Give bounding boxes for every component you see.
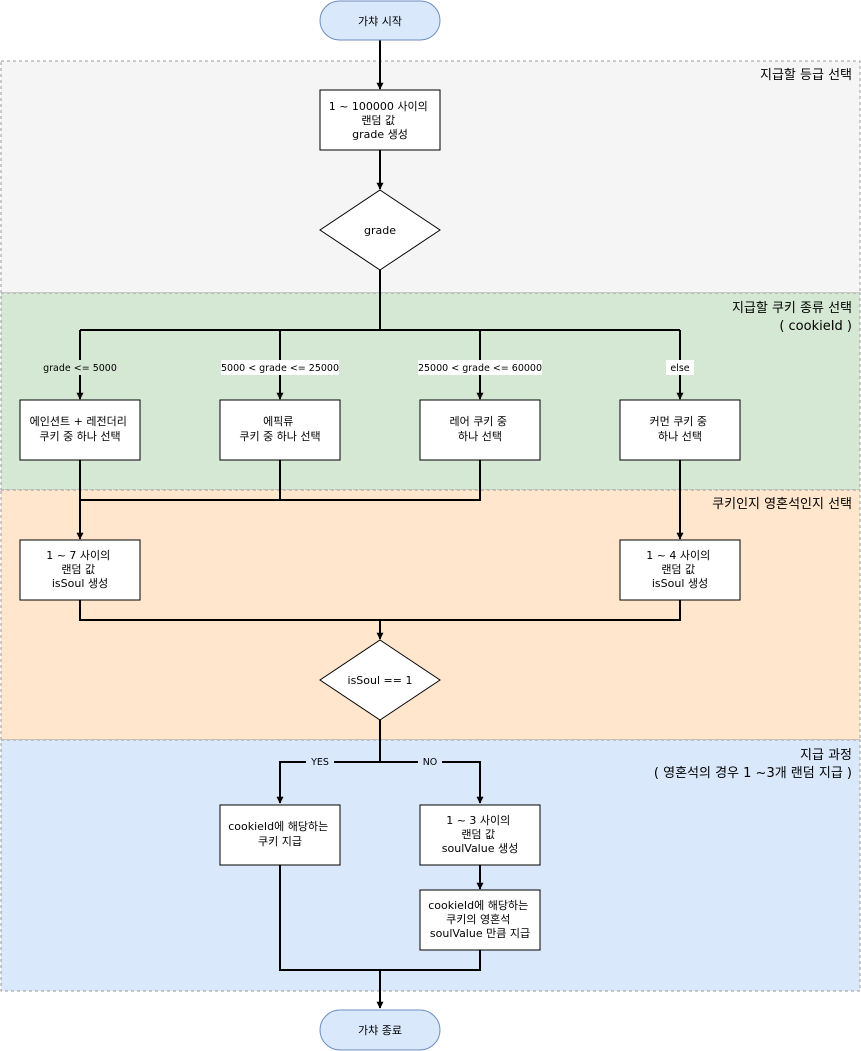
lane-soul-bg	[0, 489, 861, 741]
node-end: 가챠 종료	[319, 1009, 441, 1051]
node-soul7: 1 ~ 7 사이의 랜덤 값 isSoul 생성	[19, 539, 141, 601]
common-box	[619, 399, 741, 461]
node-soul4: 1 ~ 4 사이의 랜덤 값 isSoul 생성	[619, 539, 741, 601]
grade-gen-box	[319, 89, 441, 151]
soul7-box	[19, 539, 141, 601]
lane-give-subtitle: ( 영혼석의 경우 1 ~3개 랜덤 지급 )	[654, 766, 852, 781]
label-bg-else	[666, 360, 694, 375]
node-grade-decision: grade	[319, 189, 441, 271]
epic-box	[219, 399, 341, 461]
label-bg-no	[418, 755, 442, 769]
node-soul-decision: isSoul == 1	[319, 639, 441, 721]
lane-soul-title: 쿠키인지 영혼석인지 선택	[712, 497, 852, 512]
soul4-text: 1 ~ 4 사이의 랜덤 값 isSoul 생성	[646, 549, 714, 590]
node-epic: 에픽류 쿠키 중 하나 선택	[219, 399, 341, 461]
soul-decision-diamond	[319, 639, 441, 721]
label-bg-grade-le-5000	[41, 360, 119, 375]
label-no: NO	[423, 757, 438, 768]
node-common: 커먼 쿠키 중 하나 선택	[619, 399, 741, 461]
label-bg-grade-25000-60000	[418, 360, 542, 375]
label-yes: YES	[310, 757, 329, 768]
epic-text: 에픽류 쿠키 중 하나 선택	[239, 415, 320, 443]
end-label: 가챠 종료	[358, 1024, 402, 1037]
label-grade-le-5000: grade <= 5000	[43, 363, 117, 374]
soul7-text: 1 ~ 7 사이의 랜덤 값 isSoul 생성	[46, 549, 114, 590]
rare-box	[419, 399, 541, 461]
node-give-soul: cookieId에 해당하는 쿠키의 영혼석 soulValue 만큼 지급	[419, 889, 541, 951]
edge-yes-branch	[276, 761, 380, 804]
grade-decision-label: grade	[364, 224, 396, 237]
edge-no-branch	[380, 761, 484, 804]
legend-heroic-text: 에인션트 + 레전더리 쿠키 중 하나 선택	[30, 415, 131, 443]
give-cookie-box	[219, 804, 341, 866]
node-legend-heroic: 에인션트 + 레전더리 쿠키 중 하나 선택	[19, 399, 141, 461]
node-soul-value: 1 ~ 3 사이의 랜덤 값 soulValue 생성	[419, 804, 541, 866]
give-soul-box	[419, 889, 541, 951]
edge-rare-merge	[280, 460, 481, 501]
common-text: 커먼 쿠키 중 하나 선택	[649, 415, 710, 443]
give-soul-text: cookieId에 해당하는 쿠키의 영혼석 soulValue 만큼 지급	[428, 898, 532, 940]
soul-value-text: 1 ~ 3 사이의 랜덤 값 soulValue 생성	[442, 814, 518, 855]
soul4-box	[619, 539, 741, 601]
grade-decision-diamond	[319, 189, 441, 271]
node-grade-gen: 1 ~ 100000 사이의 랜덤 값 grade 생성	[319, 89, 441, 151]
grade-gen-text: 1 ~ 100000 사이의 랜덤 값 grade 생성	[329, 100, 432, 141]
start-label: 가챠 시작	[358, 15, 402, 28]
edge-labels: grade <= 5000 5000 < grade <= 25000 2500…	[41, 360, 694, 769]
node-rare: 레어 쿠키 중 하나 선택	[419, 399, 541, 461]
label-bg-yes	[306, 755, 334, 769]
label-grade-5000-25000: 5000 < grade <= 25000	[221, 363, 339, 374]
node-give-cookie: cookieId에 해당하는 쿠키 지급	[219, 804, 341, 866]
label-grade-25000-60000: 25000 < grade <= 60000	[418, 363, 542, 374]
soul-value-box	[419, 804, 541, 866]
give-cookie-text: cookieId에 해당하는 쿠키 지급	[228, 819, 332, 848]
legend-heroic-box	[19, 399, 141, 461]
label-else: else	[670, 363, 689, 374]
lane-soul: 쿠키인지 영혼석인지 선택	[0, 489, 861, 741]
lane-grade-title: 지급할 등급 선택	[760, 68, 852, 83]
end-terminal	[319, 1009, 441, 1051]
lane-give-title: 지급 과정	[800, 748, 852, 763]
start-terminal	[319, 0, 441, 41]
soul-decision-label: isSoul == 1	[348, 674, 413, 687]
node-start: 가챠 시작	[319, 0, 441, 41]
label-bg-grade-5000-25000	[221, 360, 339, 375]
rare-text: 레어 쿠키 중 하나 선택	[449, 415, 510, 443]
lane-cookie-subtitle: ( cookieId )	[779, 319, 852, 334]
lane-cookie-title: 지급할 쿠키 종류 선택	[732, 301, 852, 316]
